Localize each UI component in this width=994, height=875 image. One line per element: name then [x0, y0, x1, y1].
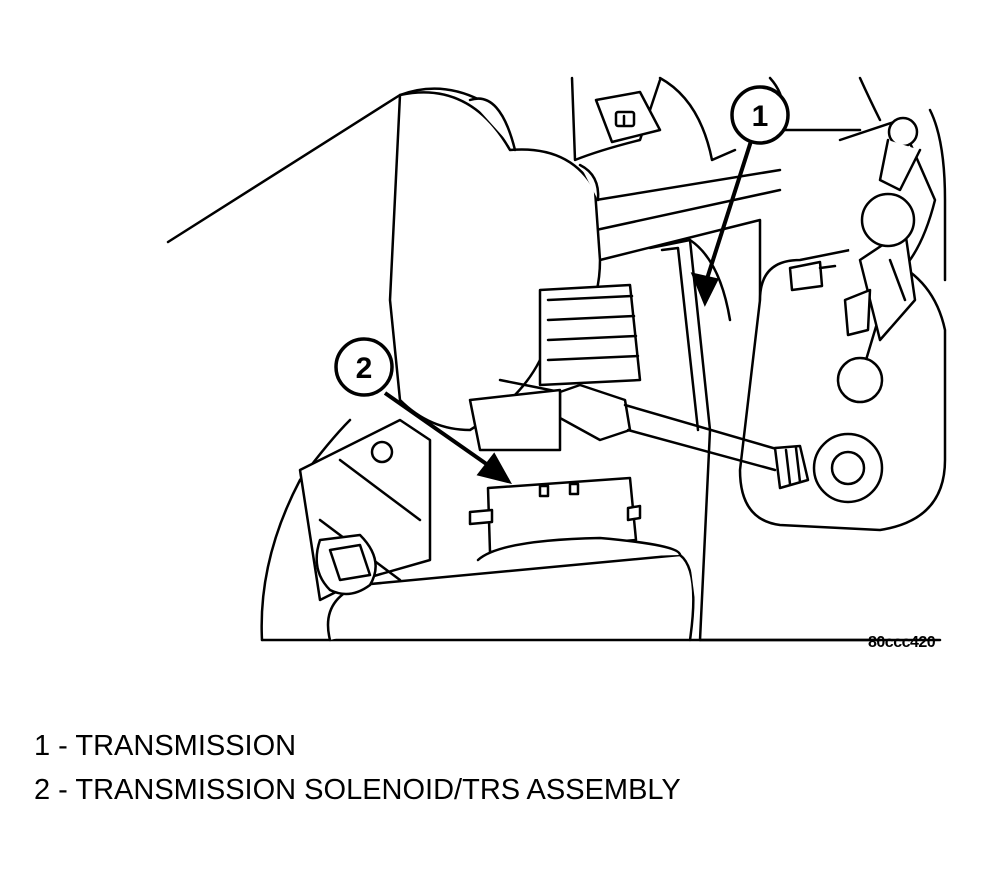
callout-2: 2	[334, 337, 394, 397]
legend: 1 - TRANSMISSION 2 - TRANSMISSION SOLENO…	[34, 724, 681, 812]
legend-item-transmission: 1 - TRANSMISSION	[34, 730, 297, 762]
figure-id-label: 80ccc420	[868, 634, 936, 651]
shift-bracket	[538, 283, 642, 387]
callout-1-label: 1	[752, 100, 769, 133]
top-connector	[594, 90, 662, 144]
legend-item-solenoid-trs: 2 - TRANSMISSION SOLENOID/TRS ASSEMBLY	[34, 774, 681, 806]
leader-arrows	[383, 137, 754, 485]
transmission-diagram: 1 2	[166, 76, 947, 642]
callout-1: 1	[730, 85, 790, 145]
callout-2-label: 2	[356, 352, 373, 385]
trs-assembly	[468, 476, 682, 562]
mount-bracket	[298, 388, 562, 602]
